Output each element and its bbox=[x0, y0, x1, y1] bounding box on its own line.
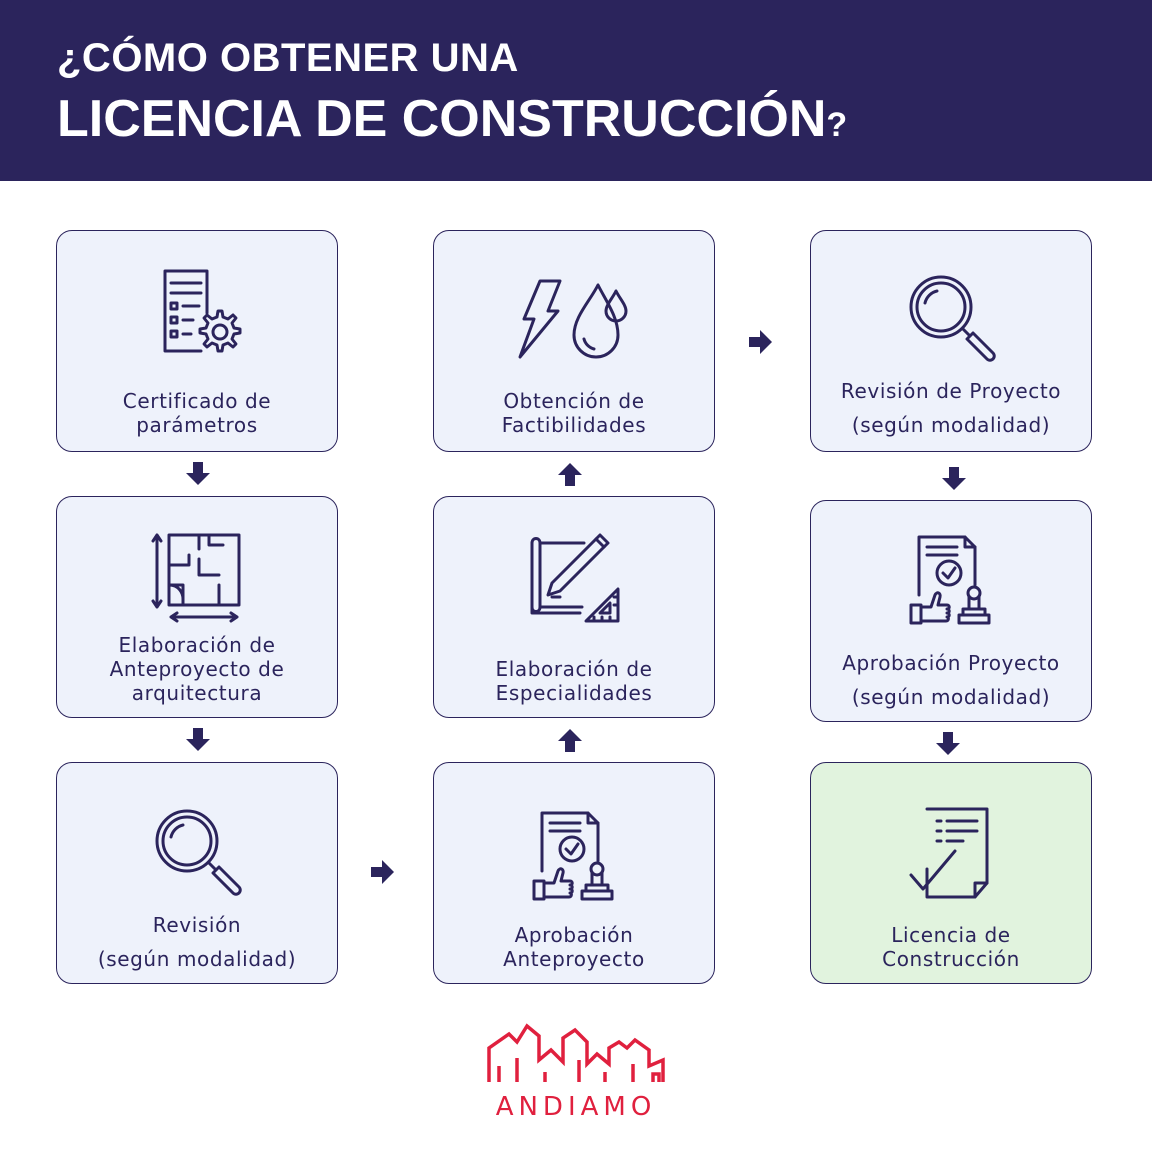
magnifier-icon bbox=[155, 809, 242, 896]
title-main: LICENCIA DE CONSTRUCCIÓN bbox=[57, 90, 827, 148]
title-question-mark: ? bbox=[826, 106, 848, 144]
document-gear-icon bbox=[163, 269, 242, 353]
step-label-line: Licencia de bbox=[891, 923, 1011, 947]
lightning-water-icon bbox=[518, 279, 628, 359]
step-factibilidades: Obtención de Factibilidades bbox=[433, 230, 715, 452]
step-label-line: Factibilidades bbox=[501, 413, 647, 437]
arrow-down-icon bbox=[942, 467, 966, 490]
step-label-line: (según modalidad) bbox=[851, 413, 1051, 437]
step-label-line: Aprobación Proyecto bbox=[842, 651, 1060, 675]
city-buildings-icon bbox=[487, 1023, 665, 1082]
step-label-line: Aprobación bbox=[514, 923, 634, 947]
arrow-up-icon bbox=[558, 463, 582, 486]
arrow-down-icon bbox=[186, 728, 210, 751]
step-certificado: Certificado de parámetros bbox=[56, 230, 338, 452]
step-label-line: arquitectura bbox=[131, 681, 263, 705]
step-label-line: Anteproyecto de bbox=[109, 657, 285, 681]
step-label-line: (según modalidad) bbox=[97, 947, 297, 971]
floor-plan-icon bbox=[151, 533, 241, 623]
step-label-line: Construcción bbox=[882, 947, 1020, 971]
step-licencia: Licencia de Construcción bbox=[810, 762, 1092, 984]
step-label-line: parámetros bbox=[136, 413, 258, 437]
step-aprobacion-anteproyecto: Aprobación Anteproyecto bbox=[433, 762, 715, 984]
brand-name: ANDIAMO bbox=[495, 1092, 657, 1122]
approved-document-icon bbox=[909, 535, 991, 625]
step-label-line: Revisión bbox=[152, 913, 242, 937]
arrow-down-icon bbox=[186, 462, 210, 485]
step-label-line: Anteproyecto bbox=[503, 947, 645, 971]
magnifier-icon bbox=[909, 275, 996, 362]
arrow-down-icon bbox=[936, 732, 960, 755]
blueprint-pencil-icon bbox=[530, 533, 620, 623]
step-label-line: Obtención de bbox=[503, 389, 645, 413]
step-label-line: Elaboración de bbox=[118, 633, 276, 657]
arrow-right-icon bbox=[749, 330, 772, 354]
step-especialidades: Elaboración de Especialidades bbox=[433, 496, 715, 718]
step-aprobacion-proyecto: Aprobación Proyecto (según modalidad) bbox=[810, 500, 1092, 722]
step-revision: Revisión (según modalidad) bbox=[56, 762, 338, 984]
step-revision-proyecto: Revisión de Proyecto (según modalidad) bbox=[810, 230, 1092, 452]
arrow-up-icon bbox=[558, 729, 582, 752]
step-label-line: Elaboración de bbox=[495, 657, 653, 681]
approved-document-icon bbox=[532, 811, 614, 901]
title-line-1: ¿CÓMO OBTENER UNA bbox=[57, 36, 519, 80]
step-label-line: Revisión de Proyecto bbox=[840, 379, 1062, 403]
arrow-right-icon bbox=[371, 860, 394, 884]
signed-document-icon bbox=[909, 807, 989, 899]
title-line-2: LICENCIA DE CONSTRUCCIÓN? bbox=[57, 89, 847, 149]
step-label-line: Especialidades bbox=[495, 681, 653, 705]
step-label-line: Certificado de bbox=[122, 389, 272, 413]
step-anteproyecto: Elaboración de Anteproyecto de arquitect… bbox=[56, 496, 338, 718]
step-label-line: (según modalidad) bbox=[851, 685, 1051, 709]
header-banner: ¿CÓMO OBTENER UNA LICENCIA DE CONSTRUCCI… bbox=[0, 0, 1152, 181]
